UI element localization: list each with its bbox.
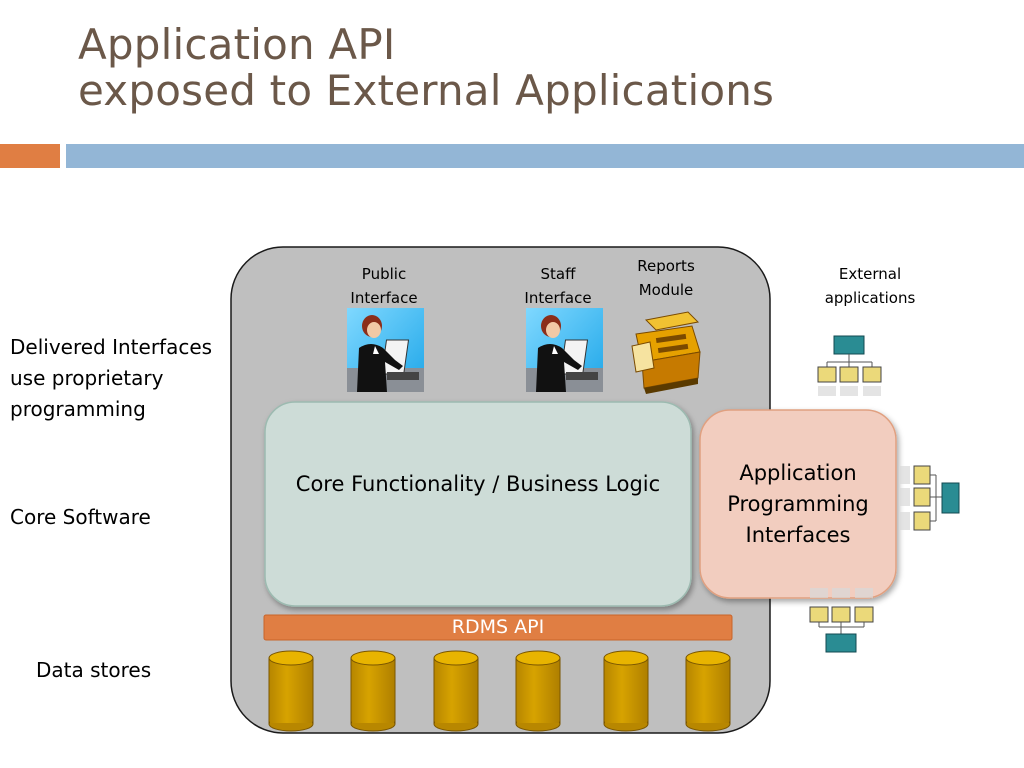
person-at-computer-icon (347, 308, 424, 392)
database-cylinder-icon (268, 650, 731, 732)
title-line-1: Application API (78, 20, 396, 69)
accent-bar-blue (66, 144, 1024, 168)
delivered-interfaces-label: Delivered Interfaces use proprietary pro… (10, 335, 213, 421)
accent-bar-orange (0, 144, 60, 168)
api-box (699, 409, 897, 599)
rdms-bar (263, 614, 733, 641)
api-box-label: Application Programming Interfaces (727, 461, 869, 547)
data-stores-label: Data stores (36, 658, 152, 682)
org-chart-icon (809, 588, 874, 653)
page-title: Application API exposed to External Appl… (78, 22, 774, 114)
staff-interface-label: Staff Interface (524, 265, 592, 307)
core-functionality-label: Core Functionality / Business Logic (295, 472, 661, 496)
reports-module-label: Reports Module (637, 257, 695, 299)
core-box (264, 401, 692, 607)
org-chart-icon (817, 335, 882, 396)
person-at-computer-icon (526, 308, 603, 392)
core-software-label: Core Software (10, 505, 151, 529)
printer-icon (631, 311, 701, 394)
title-line-2: exposed to External Applications (78, 66, 775, 115)
external-applications-label: External applications (824, 265, 916, 307)
public-interface-label: Public Interface (350, 265, 418, 307)
rdms-api-label: RDMS API (451, 616, 545, 638)
org-chart-icon (900, 465, 960, 531)
